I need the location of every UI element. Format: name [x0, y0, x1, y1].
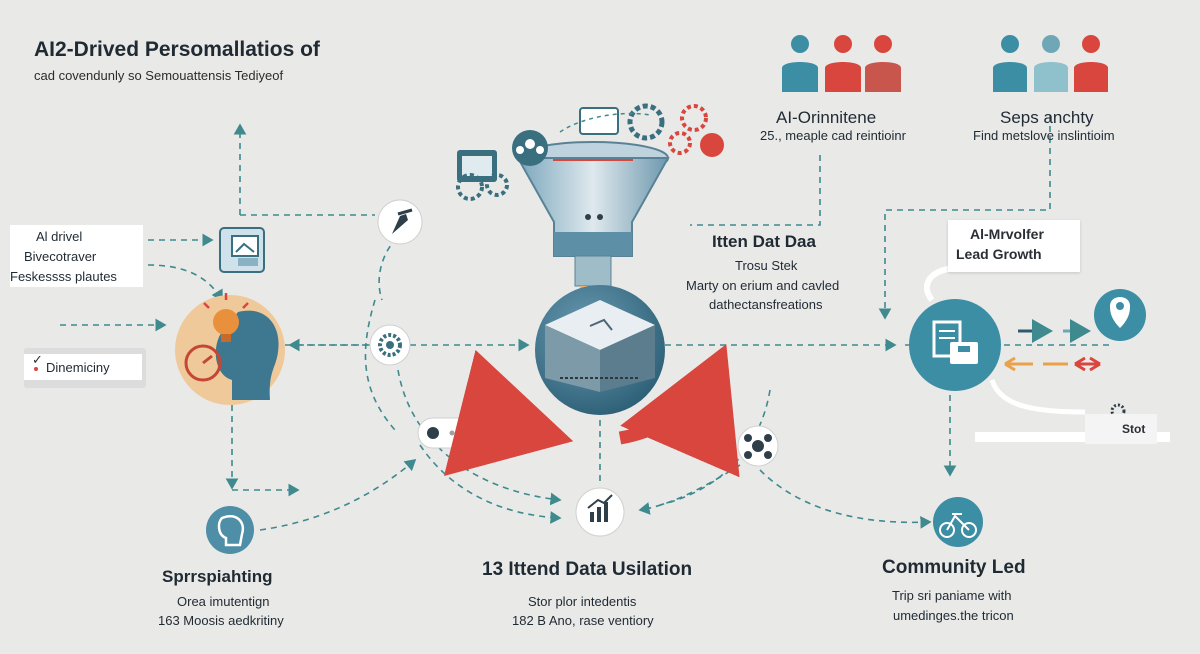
info-box-line: Bivecotraver: [24, 249, 97, 264]
people-icon: [993, 35, 1108, 92]
cube-icon: [535, 285, 665, 415]
section-subheading: Trosu Stek: [735, 258, 798, 273]
lead-growth-card: Al-Mrvolfer Lead Growth: [948, 220, 1080, 272]
speech-bubble-icon: [417, 417, 477, 449]
section-line: Stor plor intedentis: [528, 594, 637, 609]
group-heading: AI-Orinnitene: [776, 108, 877, 127]
group-line: 25., meaple cad reintioinr: [760, 128, 906, 143]
group-line: Find metslove inslintioim: [973, 128, 1115, 143]
selector-dropdown[interactable]: ✓ Dinemiciny: [24, 348, 146, 388]
location-pin-icon: [1094, 289, 1146, 341]
selector-label: Dinemiciny: [46, 360, 110, 375]
section-line: Trip sri paniame with: [892, 588, 1012, 603]
head-gear-icon: [206, 506, 254, 554]
pen-icon: [377, 199, 423, 245]
section-line: Orea imutentign: [177, 594, 270, 609]
card-line: Lead Growth: [956, 246, 1042, 262]
section-heading-community: Community Led: [882, 557, 1026, 578]
section-line: 163 Moosis aedkritiny: [158, 613, 284, 628]
bullet-icon: [34, 367, 38, 371]
section-line: 182 B Ano, rase ventiory: [512, 613, 654, 628]
card-line: Al-Mrvolfer: [970, 226, 1044, 242]
section-line: Marty on erium and cavled: [686, 278, 840, 293]
section-heading-utilization: 13 Ittend Data Usilation: [482, 559, 693, 580]
gear-at-icon: [369, 324, 411, 366]
info-box-line: Feskessss plautes: [10, 269, 117, 284]
funnel-inputs: [456, 103, 724, 201]
tag-label: Stot: [1122, 422, 1146, 436]
people-network-icon: [737, 425, 779, 467]
section-line: dathectansfreations: [709, 297, 823, 312]
checkmark-icon: ✓: [32, 352, 43, 367]
info-box-line: Al drivel: [36, 229, 83, 244]
info-box-left: Al drivel Bivecotraver Feskessss plautes: [10, 225, 143, 287]
page-subtitle: cad covendunly so Semouattensis Tediyeof: [34, 68, 284, 83]
stot-tag: Stot: [1085, 414, 1157, 444]
bar-chart-icon: [575, 487, 625, 537]
people-icon: [782, 35, 901, 92]
cycle-arrows: [443, 344, 740, 478]
lightbulb-head-icon: [175, 293, 285, 405]
section-heading-data: Itten Dat Daa: [712, 232, 816, 251]
section-line: umedinges.the tricon: [893, 608, 1014, 623]
section-heading-personalization: Sprrspiahting: [162, 567, 273, 586]
bicycle-icon: [933, 497, 983, 547]
image-icon: [219, 227, 265, 273]
document-briefcase-icon: [909, 299, 1001, 391]
group-heading: Seps anchty: [1000, 108, 1094, 127]
page-title: AI2-Drived Persomallatios of: [34, 38, 320, 61]
